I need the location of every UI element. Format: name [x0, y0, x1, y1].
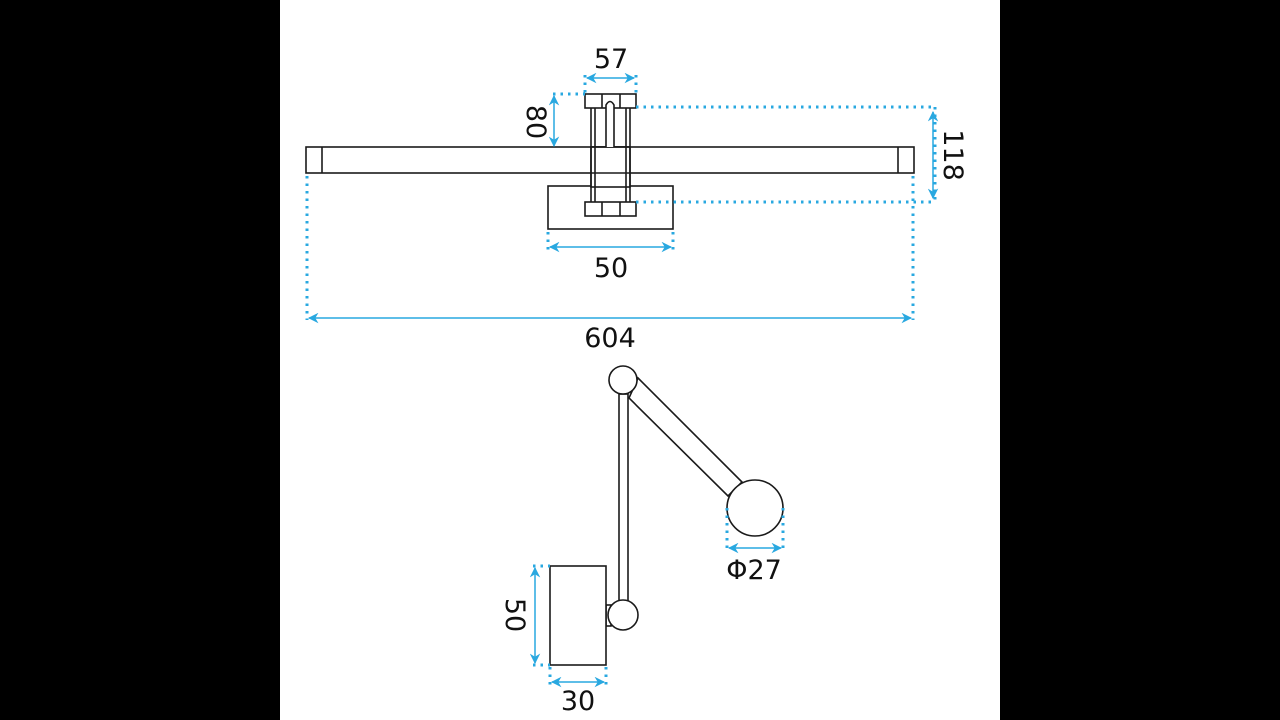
dim-label-80: 80: [520, 105, 551, 139]
side-view: Φ27 50 30: [499, 365, 785, 717]
dim-base-depth: 30: [548, 667, 608, 717]
front-view: 57 80 118 50 604: [305, 44, 968, 354]
dim-total-height: 118: [636, 105, 968, 204]
lamp-head: [726, 479, 784, 537]
dim-label-30: 30: [561, 686, 595, 717]
wall-box: [549, 565, 607, 666]
arm-rods: [590, 108, 631, 202]
dim-bracket-width: 57: [583, 44, 638, 94]
top-joint: [608, 365, 638, 395]
wall-plate: [547, 185, 674, 230]
dim-head-diameter: Φ27: [725, 508, 785, 586]
dim-base-height: 50: [499, 564, 550, 667]
dim-base-width: 50: [546, 232, 675, 284]
dim-label-57: 57: [594, 44, 628, 75]
bottom-joint: [607, 599, 639, 631]
dim-label-118: 118: [937, 129, 968, 181]
dim-label-50-top: 50: [594, 253, 628, 284]
dim-label-50-side: 50: [499, 598, 530, 632]
dim-label-604: 604: [584, 323, 636, 354]
vertical-arm: [618, 393, 629, 603]
dim-total-length: 604: [305, 176, 915, 354]
drawing-canvas: [280, 0, 1000, 720]
bottom-bracket: [584, 201, 637, 217]
dim-label-diameter: Φ27: [726, 555, 782, 586]
dim-bracket-offset: 80: [520, 92, 585, 148]
top-bracket: [584, 93, 637, 147]
